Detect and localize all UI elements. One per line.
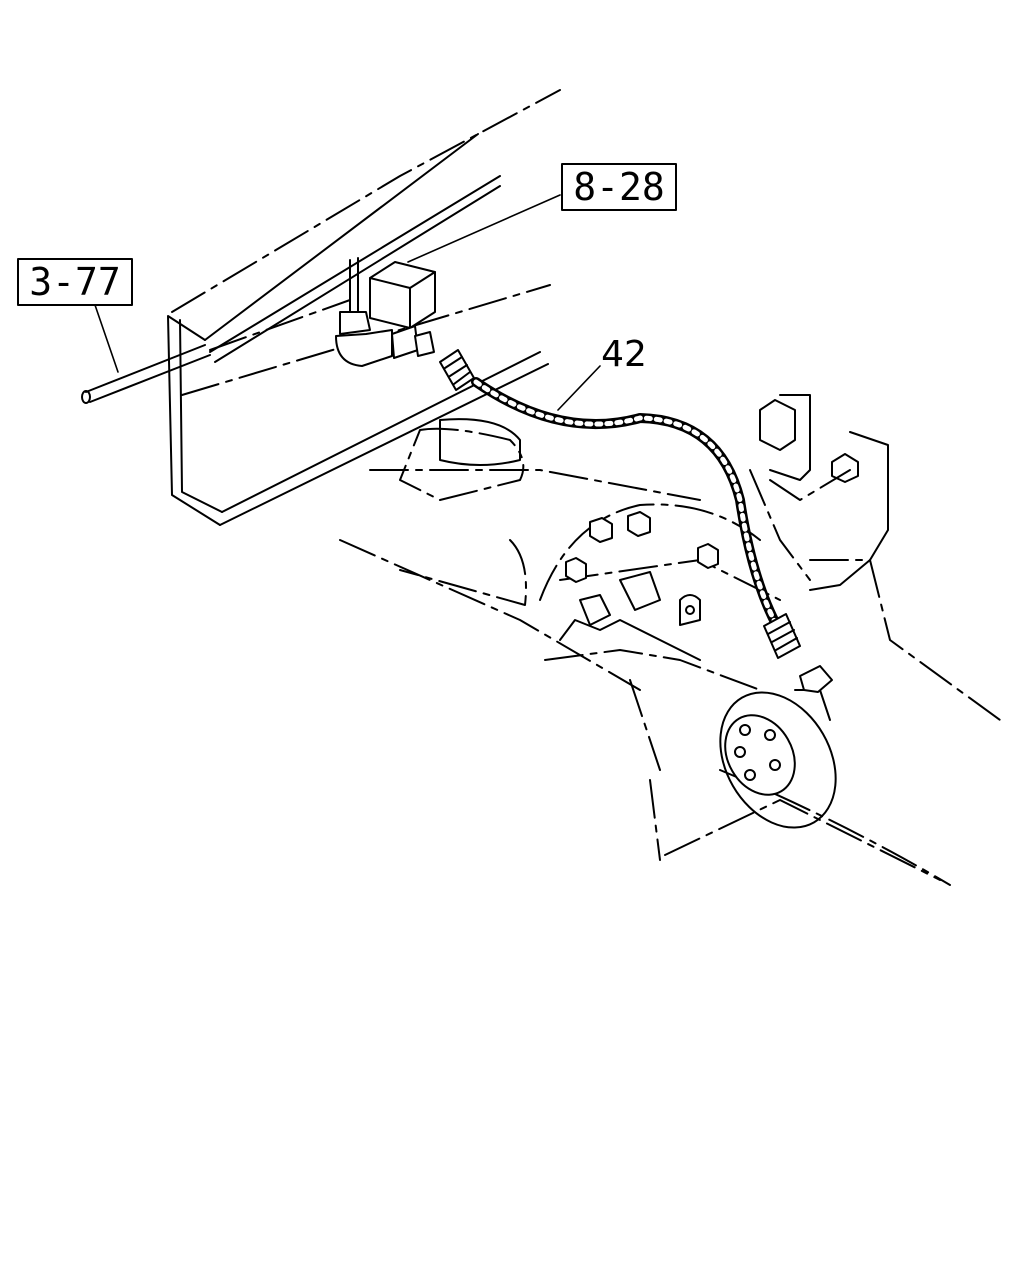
axle-outline-1 xyxy=(339,539,641,691)
diff-mid xyxy=(559,559,781,601)
bracket-tube xyxy=(809,559,1001,721)
bolt-2 xyxy=(627,511,651,537)
hose-armor-coils xyxy=(473,379,781,631)
bracket-nut-upper xyxy=(759,399,796,451)
diff-outline xyxy=(539,503,761,601)
wheel-hub xyxy=(719,665,837,829)
hub-stud-3 xyxy=(769,759,781,771)
rail-hidden-top xyxy=(171,89,561,313)
hub-stud-1 xyxy=(739,724,751,736)
axle-side xyxy=(629,679,661,771)
valve-box xyxy=(369,261,436,329)
callout-box-3-77 xyxy=(17,258,133,306)
valve-fitting xyxy=(391,325,419,359)
hub-body xyxy=(719,691,837,829)
callout-8-28[interactable]: 8-28 xyxy=(561,163,677,211)
carrier-tab-hole xyxy=(685,605,695,615)
pipe-lower xyxy=(89,354,211,403)
rail-web xyxy=(167,315,221,526)
hub-bracket xyxy=(794,689,831,721)
bracket-plate-1 xyxy=(769,394,811,481)
brake-pipe xyxy=(81,299,351,404)
bolt-4 xyxy=(697,543,719,569)
bolt-3 xyxy=(565,557,587,583)
hub-stud-2 xyxy=(764,729,776,741)
callout-text-8-28: 8-28 xyxy=(573,165,665,209)
valve-elbow xyxy=(335,329,393,367)
bracket-hidden-2 xyxy=(749,469,811,581)
valve-box-edges xyxy=(369,271,436,329)
rail-bottom-flange-inner xyxy=(221,351,541,513)
callout-box-8-28 xyxy=(561,163,677,211)
axle-lower xyxy=(649,779,941,881)
brake-hose-42 xyxy=(439,349,801,659)
pad-lower xyxy=(399,539,527,606)
bolt-1 xyxy=(589,517,613,543)
carrier-ribs xyxy=(579,571,661,626)
hub-stud-4 xyxy=(744,769,756,781)
rail-web-inner xyxy=(179,319,223,513)
pipe-upper xyxy=(85,344,206,393)
spring-bracket xyxy=(749,394,1001,721)
rail-top-inner xyxy=(209,175,501,353)
bracket-hidden xyxy=(769,469,851,501)
frame-rail xyxy=(167,89,561,526)
diff-bottom xyxy=(544,649,761,691)
carrier-bolts xyxy=(559,511,719,661)
valve-stem-tube xyxy=(349,257,359,313)
rail-top-edge xyxy=(204,133,479,341)
leader-8-28 xyxy=(407,194,561,263)
bracket-nut-lower xyxy=(831,453,859,483)
pipe-hidden xyxy=(209,299,351,351)
axle-outline-2 xyxy=(369,469,701,501)
hose-nut-top-lines xyxy=(444,356,471,385)
valve-assembly xyxy=(335,257,436,367)
hose-nut-top xyxy=(439,349,475,391)
leader-3-77 xyxy=(94,304,119,373)
pad-upper-top xyxy=(439,418,521,466)
hose-nut-bottom-lines xyxy=(767,621,798,651)
rail-bottom-flange xyxy=(219,363,549,526)
hub-face xyxy=(724,714,796,796)
pad-upper xyxy=(399,427,525,501)
carrier-tab xyxy=(679,594,701,626)
sensor-fitting xyxy=(799,665,833,693)
hub-stud-5 xyxy=(734,746,746,758)
part-number-42[interactable]: 42 xyxy=(601,334,647,375)
callout-3-77[interactable]: 3-77 xyxy=(17,258,133,306)
leader-42 xyxy=(557,365,601,411)
valve-nipple xyxy=(414,331,435,357)
axle-housing xyxy=(339,418,951,886)
valve-nut xyxy=(339,311,371,335)
pipe-end xyxy=(81,390,91,404)
bracket-plate-2 xyxy=(809,431,889,591)
carrier-edge xyxy=(559,619,701,661)
callout-text-3-77: 3-77 xyxy=(29,260,121,304)
